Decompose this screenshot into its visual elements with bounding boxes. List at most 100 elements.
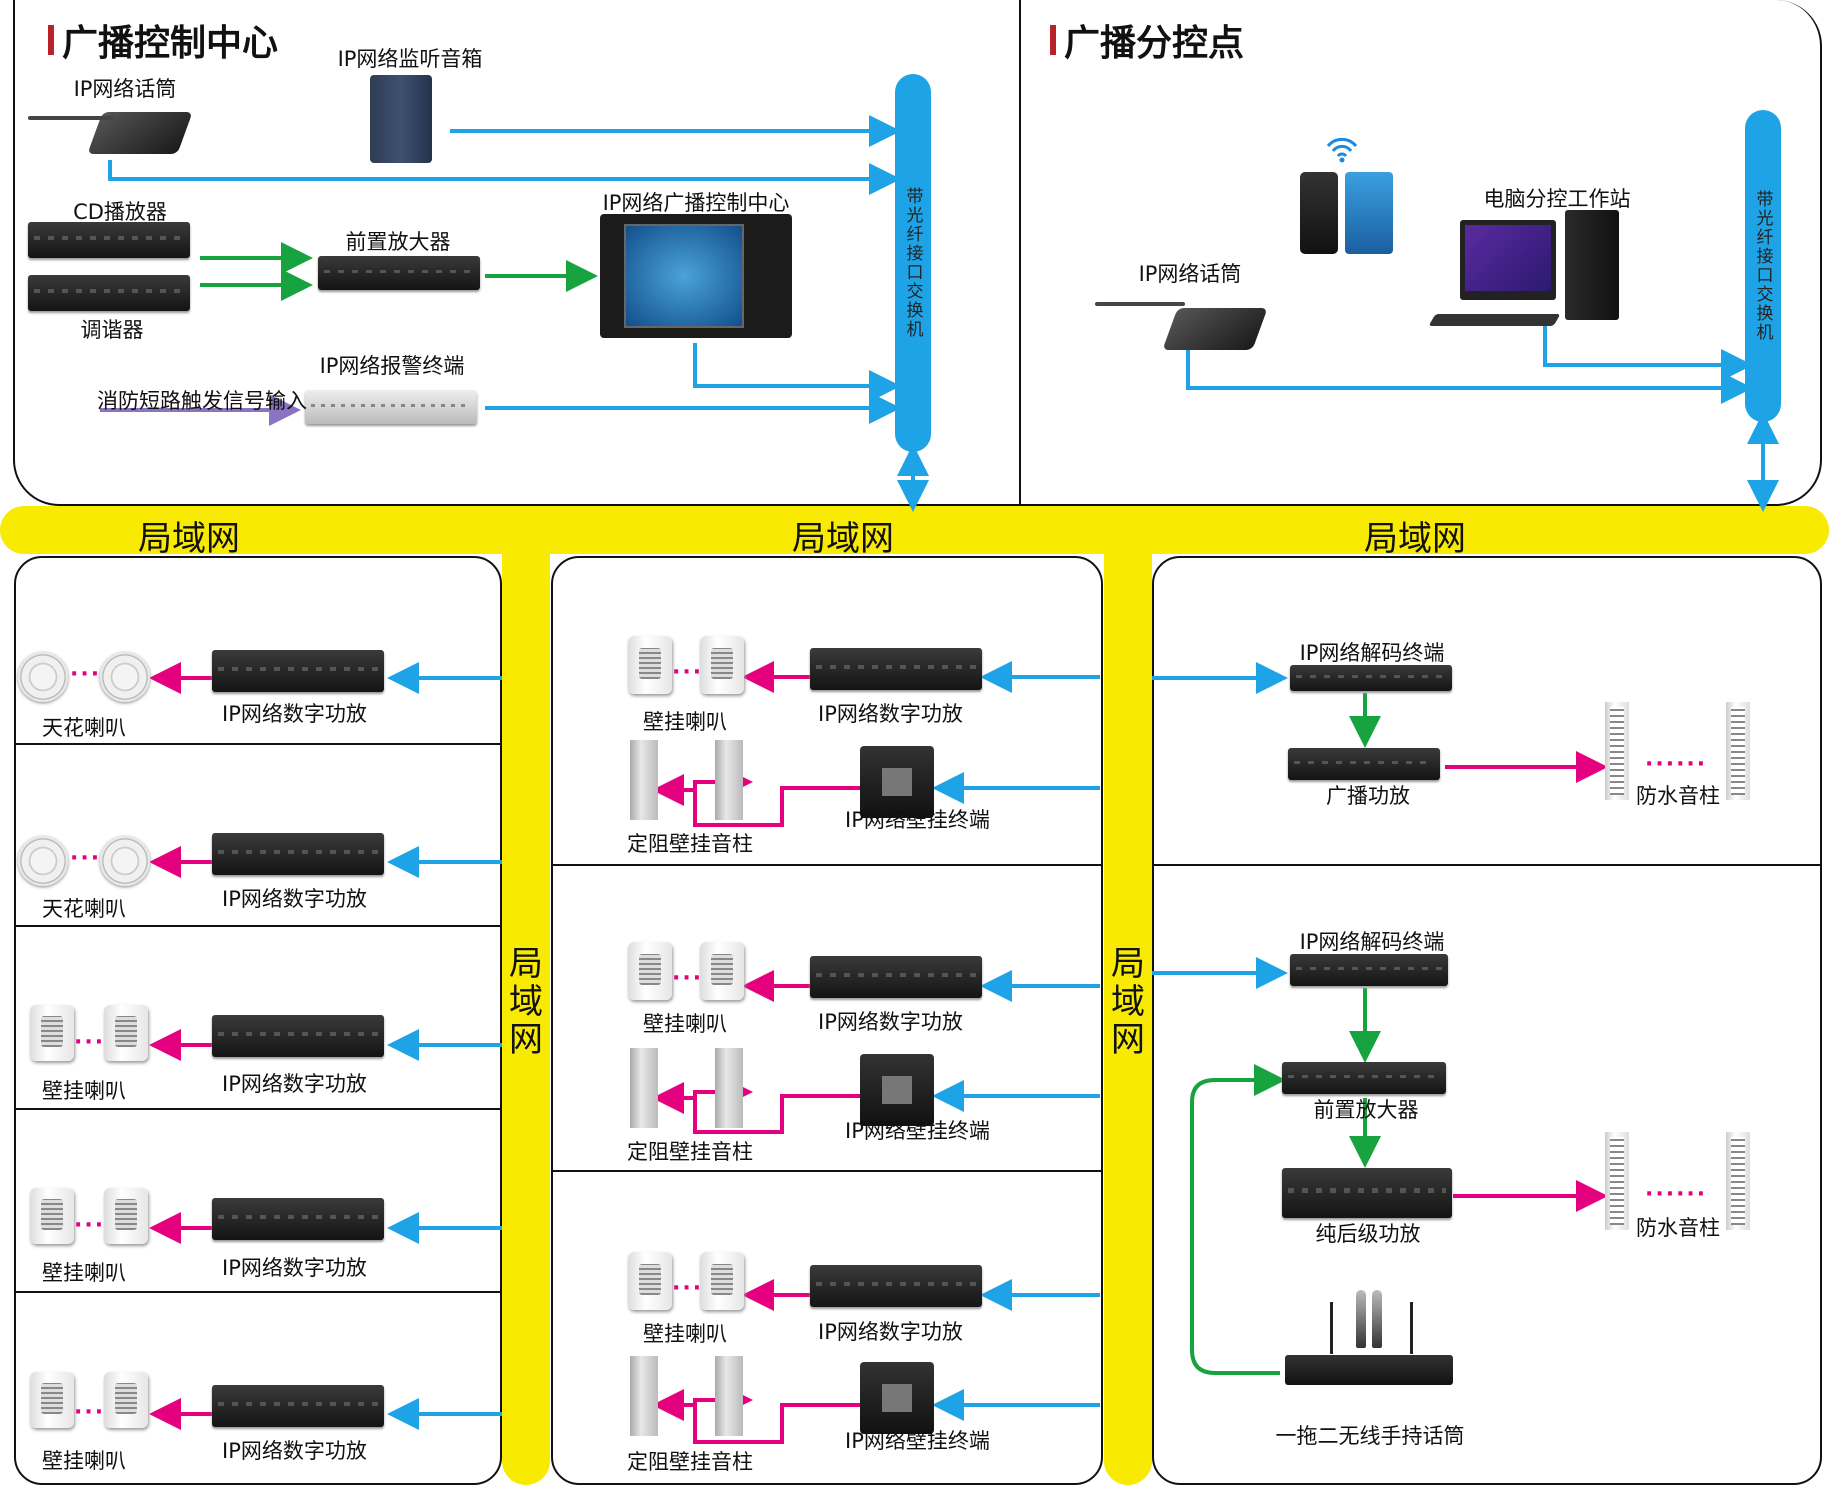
left-divider-4 bbox=[14, 1291, 502, 1293]
cd-player-label: CD播放器 bbox=[73, 200, 167, 224]
speaker-dots: ··· bbox=[672, 660, 704, 685]
speaker-dots: ··· bbox=[672, 1276, 704, 1301]
wall-speaker bbox=[104, 1005, 148, 1061]
wall-column-speaker bbox=[630, 1048, 658, 1128]
sub-point-title-text: 广播分控点 bbox=[1064, 23, 1245, 64]
speaker-dots: ··· bbox=[70, 846, 102, 871]
mic-gooseneck bbox=[28, 116, 113, 120]
amp-label: IP网络数字功放 bbox=[818, 702, 963, 726]
pc-monitor bbox=[1460, 220, 1556, 300]
speaker-label: 壁挂喇叭 bbox=[643, 710, 727, 734]
control-center-title: 广播控制中心 bbox=[48, 14, 278, 66]
antenna-right bbox=[1410, 1302, 1413, 1354]
control-center-device-label: IP网络广播控制中心 bbox=[602, 191, 790, 215]
column-label: 定阻壁挂音柱 bbox=[627, 1450, 753, 1474]
sub-mic-label: IP网络话筒 bbox=[1138, 262, 1242, 286]
wall-speaker bbox=[628, 636, 672, 694]
amp-label: IP网络数字功放 bbox=[222, 887, 367, 911]
wall-speaker bbox=[30, 1188, 74, 1244]
mid-divider-1 bbox=[551, 864, 1103, 866]
wall-speaker bbox=[30, 1372, 74, 1428]
wall-speaker bbox=[628, 1252, 672, 1310]
speaker-dots: ··· bbox=[74, 1213, 106, 1238]
speaker-dots: ··· bbox=[70, 662, 102, 687]
lan-label-vertical-left-text: 局域网 bbox=[509, 944, 543, 1060]
left-divider-1 bbox=[14, 743, 502, 745]
speaker-label: 天花喇叭 bbox=[42, 716, 126, 740]
switch-label-sub: 带光纤接口交换机 bbox=[1752, 190, 1773, 342]
amp-label: IP网络数字功放 bbox=[222, 1072, 367, 1096]
digital-amp bbox=[810, 956, 982, 998]
column-label: 定阻壁挂音柱 bbox=[627, 832, 753, 856]
waterproof-column bbox=[1726, 702, 1750, 800]
lan-bus-horizontal bbox=[0, 506, 1829, 554]
wireless-mic-receiver bbox=[1285, 1355, 1453, 1385]
waterproof-column-label: 防水音柱 bbox=[1636, 1216, 1720, 1240]
wifi-icon bbox=[1322, 128, 1362, 164]
digital-amp bbox=[810, 648, 982, 690]
lan-label-vertical-right-text: 局域网 bbox=[1111, 944, 1145, 1060]
wall-terminal bbox=[860, 746, 934, 818]
speaker-label: 壁挂喇叭 bbox=[643, 1322, 727, 1346]
wall-speaker bbox=[104, 1188, 148, 1244]
speaker-label: 天花喇叭 bbox=[42, 897, 126, 921]
wall-terminal bbox=[860, 1362, 934, 1434]
left-divider-3 bbox=[14, 1108, 502, 1110]
wall-column-speaker bbox=[715, 740, 743, 820]
speaker-label: 壁挂喇叭 bbox=[42, 1449, 126, 1473]
wall-terminal bbox=[860, 1054, 934, 1126]
speaker-dots: ······ bbox=[1645, 1182, 1708, 1207]
speaker-dots: ······ bbox=[1645, 752, 1708, 777]
terminal-label: IP网络壁挂终端 bbox=[845, 808, 990, 832]
wall-column-speaker bbox=[715, 1356, 743, 1436]
amp-label: IP网络数字功放 bbox=[222, 702, 367, 726]
lan-label-2: 局域网 bbox=[792, 519, 894, 559]
amp-label: IP网络数字功放 bbox=[222, 1256, 367, 1280]
waterproof-column bbox=[1726, 1132, 1750, 1230]
lan-label-3: 局域网 bbox=[1364, 519, 1466, 559]
lan-bus-vertical-right bbox=[1104, 530, 1152, 1485]
ceiling-speaker bbox=[18, 652, 68, 702]
wall-speaker bbox=[700, 636, 744, 694]
wall-speaker bbox=[700, 942, 744, 1000]
title-accent-bar bbox=[1050, 25, 1056, 55]
pc-station-label: 电脑分控工作站 bbox=[1483, 187, 1631, 211]
tuner-label: 调谐器 bbox=[80, 318, 144, 342]
digital-amp bbox=[810, 1265, 982, 1307]
ceiling-speaker bbox=[100, 836, 150, 886]
waterproof-column bbox=[1605, 702, 1629, 800]
mid-divider-2 bbox=[551, 1170, 1103, 1172]
network-mic-label: IP网络话筒 bbox=[73, 77, 177, 101]
right-zones-panel bbox=[1152, 556, 1822, 1485]
column-label: 定阻壁挂音柱 bbox=[627, 1140, 753, 1164]
wall-column-speaker bbox=[630, 740, 658, 820]
cd-player bbox=[28, 222, 190, 258]
wifi-icon-svg bbox=[1326, 137, 1358, 163]
wall-column-speaker bbox=[715, 1048, 743, 1128]
pc-tower bbox=[1565, 210, 1619, 320]
preamp-top-label: 前置放大器 bbox=[345, 230, 451, 254]
wall-speaker bbox=[700, 1252, 744, 1310]
terminal-label: IP网络壁挂终端 bbox=[845, 1119, 990, 1143]
fiber-switch-sub: 带光纤接口交换机 bbox=[1745, 110, 1781, 422]
handheld-mic-1 bbox=[1356, 1290, 1366, 1348]
lan-label-vertical-right: 局域网 bbox=[1108, 945, 1148, 1059]
control-center-screen bbox=[624, 224, 744, 328]
left-divider-2 bbox=[14, 925, 502, 927]
decoder-label: IP网络解码终端 bbox=[1299, 930, 1445, 954]
alarm-terminal bbox=[305, 390, 477, 424]
lan-bus-vertical-left bbox=[502, 530, 550, 1485]
post-amp bbox=[1282, 1168, 1452, 1218]
speaker-dots: ··· bbox=[74, 1400, 106, 1425]
fiber-switch-center: 带光纤接口交换机 bbox=[895, 74, 931, 452]
switch-label-center: 带光纤接口交换机 bbox=[902, 187, 923, 339]
smartphone-icon bbox=[1300, 172, 1338, 254]
broadcast-control-center-device bbox=[600, 214, 792, 338]
terminal-label: IP网络壁挂终端 bbox=[845, 1429, 990, 1453]
wall-speaker bbox=[104, 1372, 148, 1428]
lan-label-1: 局域网 bbox=[138, 519, 240, 559]
control-center-title-text: 广播控制中心 bbox=[62, 23, 279, 64]
post-amp-label: 纯后级功放 bbox=[1315, 1222, 1421, 1246]
